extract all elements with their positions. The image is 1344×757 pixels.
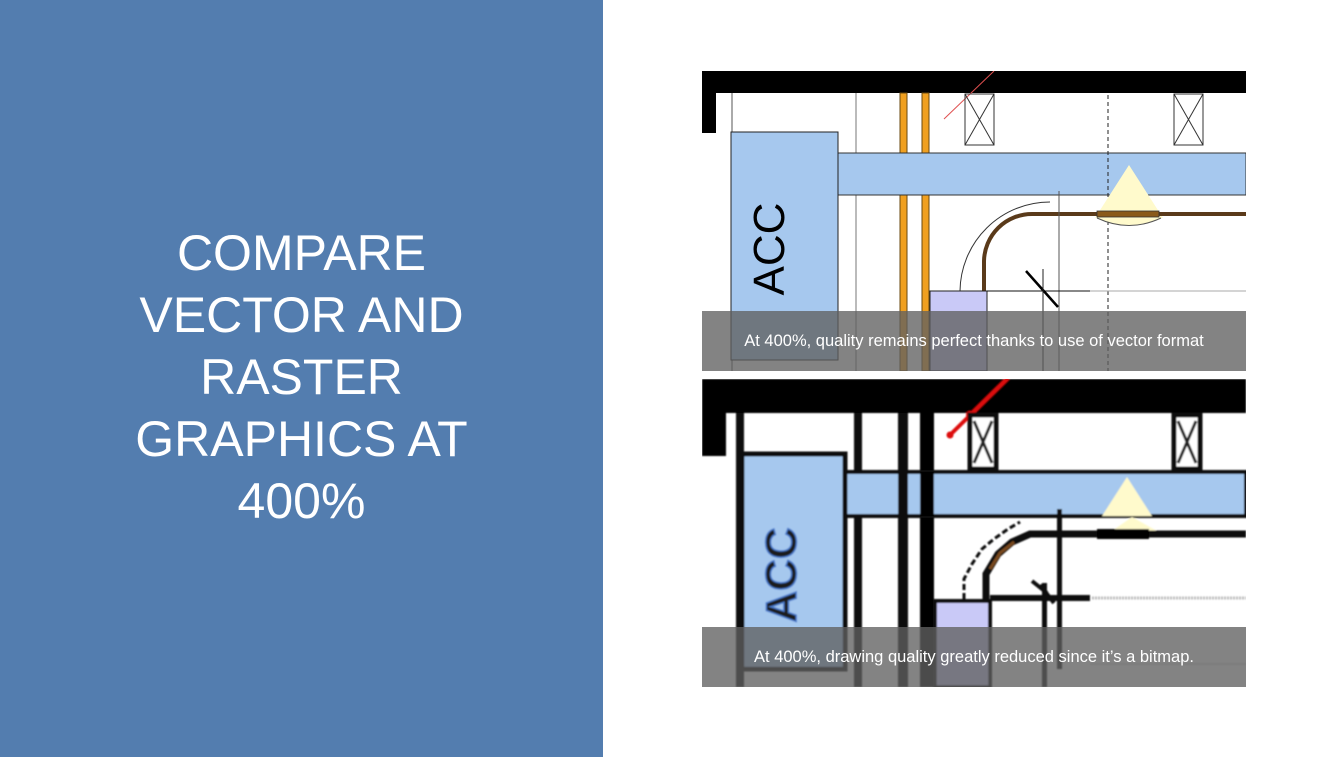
acc-label-raster: ACC (757, 527, 806, 622)
acc-label: ACC (745, 203, 794, 296)
slide-title: COMPARE VECTOR AND RASTER GRAPHICS AT 40… (135, 224, 468, 529)
vector-caption: At 400%, quality remains perfect thanks … (702, 311, 1246, 371)
title-panel: COMPARE VECTOR AND RASTER GRAPHICS AT 40… (0, 0, 603, 757)
raster-drawing-figure: ACC (702, 379, 1246, 687)
vector-drawing-figure: ACC At 400%, quality remains perfect tha… (702, 71, 1246, 371)
raster-caption: At 400%, drawing quality greatly reduced… (702, 627, 1246, 687)
